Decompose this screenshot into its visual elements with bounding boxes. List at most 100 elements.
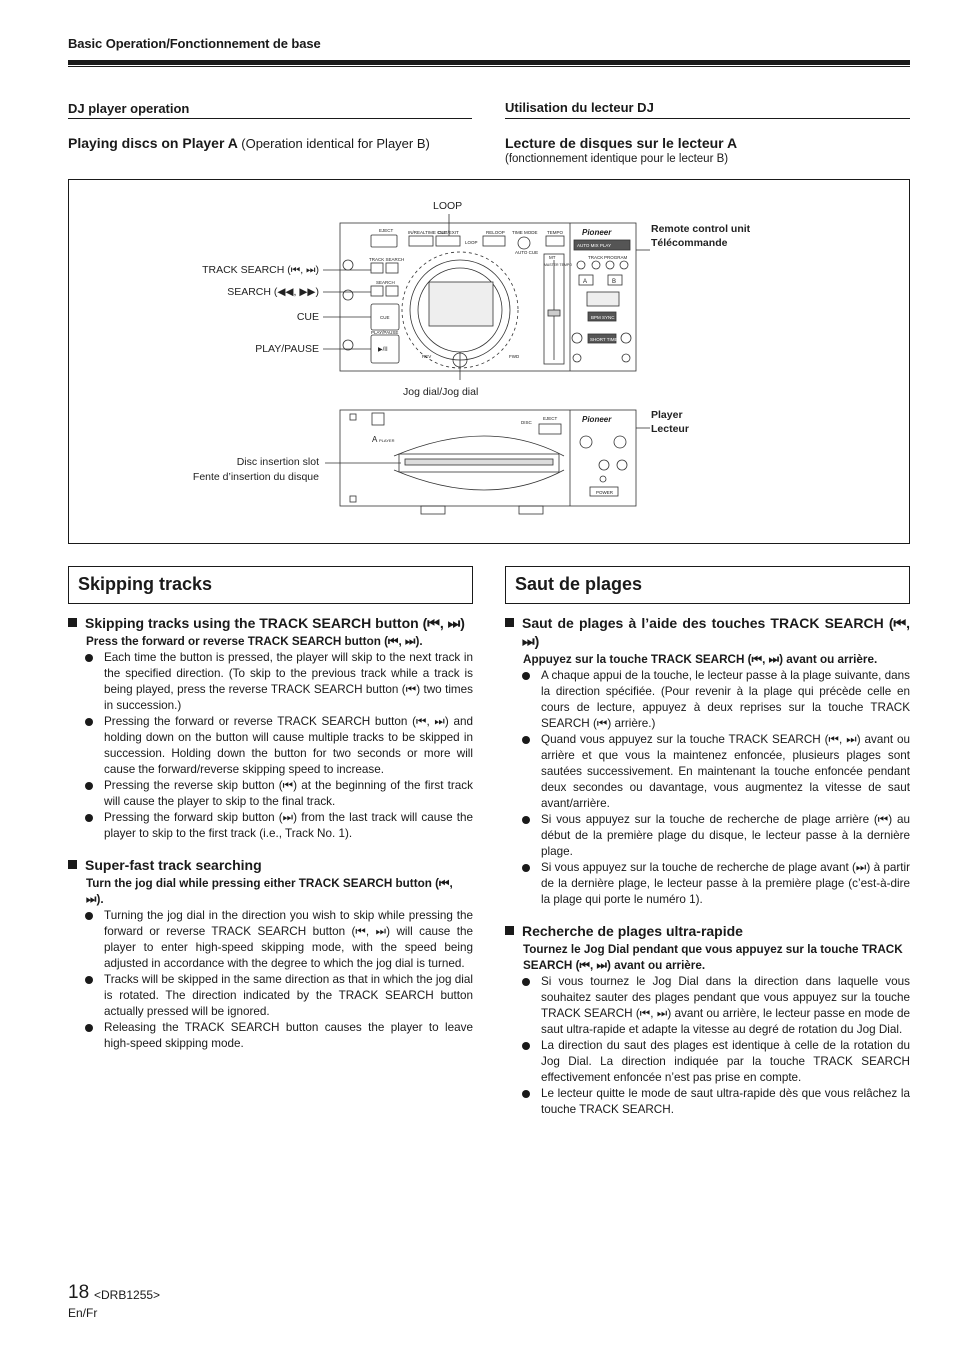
device-autocue-label: AUTO CUE <box>515 250 538 255</box>
label-disc-slot-fr: Fente d’insertion du disque <box>192 471 319 483</box>
heading-super-fast-en: Super-fast track searching <box>68 856 473 874</box>
play-title-fr: Lecture de disques sur le lecteur A <box>505 135 738 151</box>
device-eject-label: EJECT <box>379 228 394 233</box>
header-rule <box>68 60 910 65</box>
list-item: Si vous tournez le Jog Dial dans la dire… <box>522 975 910 1036</box>
section-title-skipping-tracks: Skipping tracks <box>68 566 473 604</box>
remote-unit-body <box>339 222 637 372</box>
device-shorttime-label: SHORT TIME <box>590 337 618 342</box>
play-note-en: (Operation identical for Player B) <box>241 136 430 151</box>
instruction-press: Press the forward or reverse TRACK SEARC… <box>86 635 423 648</box>
device-tempo-label: TEMPO <box>547 230 564 235</box>
list-item: Si vous appuyez sur la touche de recherc… <box>522 861 910 906</box>
label-player-fr: Lecteur <box>651 423 689 435</box>
device-rev-label: REV <box>422 354 431 359</box>
label-jog-dial: Jog dial/Jog dial <box>403 386 479 398</box>
device-tracksearch-label: TRACK SEARCH <box>369 257 404 262</box>
doc-code: <DRB1255> <box>94 1288 161 1302</box>
bullet-list-2: Turning the jog dial in the direction yo… <box>68 908 473 1052</box>
subhead-rule-left <box>68 118 472 119</box>
device-disc-label: DISC <box>521 420 533 425</box>
device-player-a-letter: A <box>372 435 378 444</box>
heading-text: Skipping tracks using the TRACK SEARCH b… <box>85 615 465 631</box>
device-b-label: B <box>612 279 616 285</box>
device-mastertempo-label: MASTER TEMPO <box>544 263 572 267</box>
device-out-label: OUT/EXIT <box>438 230 459 235</box>
list-item: A chaque appui de la touche, le lecteur … <box>522 669 910 730</box>
list-item: Pressing the forward or reverse TRACK SE… <box>85 715 473 776</box>
device-timemode-label: TIME MODE <box>512 230 538 235</box>
device-search-label: SEARCH <box>376 280 395 285</box>
label-cue: CUE <box>296 311 319 323</box>
square-bullet-icon <box>68 860 77 869</box>
list-item: Le lecteur quitte le mode de saut ultra-… <box>522 1087 910 1116</box>
subhead-rule-right <box>505 118 910 119</box>
heading-track-search-en: Skipping tracks using the TRACK SEARCH b… <box>68 614 473 632</box>
device-a-label: A <box>583 279 587 285</box>
heading-text: Saut de plages à l’aide des touches TRAC… <box>522 615 910 649</box>
header-rule-thin <box>68 66 910 67</box>
device-track-label: TRACK <box>588 255 603 260</box>
label-player-en: Player <box>651 409 683 421</box>
device-playpause-label: PLAY/PAUSE <box>371 330 398 335</box>
pioneer-logo-player: Pioneer <box>582 415 612 424</box>
device-program-label: PROGRAM <box>604 255 628 260</box>
heading-text: Super-fast track searching <box>85 857 262 873</box>
square-bullet-icon <box>505 926 514 935</box>
device-fwd-label: FWD <box>509 354 520 359</box>
heading-ultra-rapide-fr: Recherche de plages ultra-rapide <box>505 922 910 940</box>
bullet-list-fr-2: Si vous tournez le Jog Dial dans la dire… <box>505 974 910 1118</box>
square-bullet-icon <box>505 618 514 627</box>
device-eject2-label: EJECT <box>543 416 558 421</box>
heading-text: Recherche de plages ultra-rapide <box>522 923 743 939</box>
device-cue-label: CUE <box>380 315 390 320</box>
list-item: Si vous appuyez sur la touche de recherc… <box>522 813 910 858</box>
list-item: Turning the jog dial in the direction yo… <box>85 909 473 970</box>
dj-player-subhead: DJ player operation <box>68 101 190 116</box>
device-reloop-label: RELOOP <box>486 230 505 235</box>
label-track-search: TRACK SEARCH (⏮, ⏭) <box>202 264 319 276</box>
list-item: Pressing the forward skip button (⏭) fro… <box>85 811 473 840</box>
square-bullet-icon <box>68 618 77 627</box>
device-playpause-btn: ▶/II <box>378 347 388 353</box>
device-illustration: EJECT IN/REALTIME CUE OUT/EXIT RELOOP LO… <box>323 214 650 515</box>
section-title-saut-de-plages: Saut de plages <box>505 566 910 604</box>
list-item: Each time the button is pressed, the pla… <box>85 651 473 712</box>
play-heading-en: Playing discs on Player A (Operation ide… <box>68 135 430 151</box>
list-item: Tracks will be skipped in the same direc… <box>85 973 473 1018</box>
page-number: 18 <box>68 1282 90 1303</box>
right-column: Saut de plages à l’aide des touches TRAC… <box>505 614 910 1118</box>
label-remote-fr: Télécommande <box>651 237 728 249</box>
bullet-list-1: Each time the button is pressed, the pla… <box>68 650 473 842</box>
list-item: Releasing the TRACK SEARCH button causes… <box>85 1021 473 1050</box>
instruction-appuyez: Appuyez sur la touche TRACK SEARCH (⏮, ⏭… <box>523 653 878 666</box>
device-bpmsync-label: BPM SYNC <box>591 315 615 320</box>
pioneer-logo-remote: Pioneer <box>582 228 612 237</box>
device-figure: EJECT IN/REALTIME CUE OUT/EXIT RELOOP LO… <box>68 179 910 544</box>
label-remote-en: Remote control unit <box>651 223 751 235</box>
device-in-label: IN/REALTIME CUE <box>408 230 447 235</box>
device-player-word: PLAYER <box>379 438 395 443</box>
list-item: Quand vous appuyez sur la touche TRACK S… <box>522 733 910 810</box>
list-item: La direction du saut des plages est iden… <box>522 1039 910 1084</box>
play-title-en: Playing discs on Player A <box>68 135 238 151</box>
play-note-fr: (fonctionnement identique pour le lecteu… <box>505 153 729 165</box>
page-header-title: Basic Operation/Fonctionnement de base <box>68 36 321 51</box>
device-mt-label: MT <box>549 255 556 260</box>
label-disc-slot-en: Disc insertion slot <box>236 456 319 468</box>
instruction-turn: Turn the jog dial while pressing either … <box>86 877 453 906</box>
instruction-tournez: Tournez le Jog Dial pendant que vous app… <box>523 943 903 972</box>
label-search: SEARCH (◀◀, ▶▶) <box>227 286 319 298</box>
device-automix-label: AUTO MIX PLAY <box>577 243 611 248</box>
dj-player-subhead-fr: Utilisation du lecteur DJ <box>505 100 654 115</box>
language-code: En/Fr <box>68 1306 98 1320</box>
label-play-pause: PLAY/PAUSE <box>255 343 319 355</box>
device-loop-label: LOOP <box>465 240 478 245</box>
player-unit-body <box>339 409 637 507</box>
device-power-label: POWER <box>596 490 614 495</box>
list-item: Pressing the reverse skip button (⏮) at … <box>85 779 473 808</box>
left-column: Skipping tracks using the TRACK SEARCH b… <box>68 614 473 1052</box>
heading-track-search-fr: Saut de plages à l’aide des touches TRAC… <box>505 614 910 650</box>
label-loop: LOOP <box>433 200 463 212</box>
bullet-list-fr-1: A chaque appui de la touche, le lecteur … <box>505 668 910 908</box>
